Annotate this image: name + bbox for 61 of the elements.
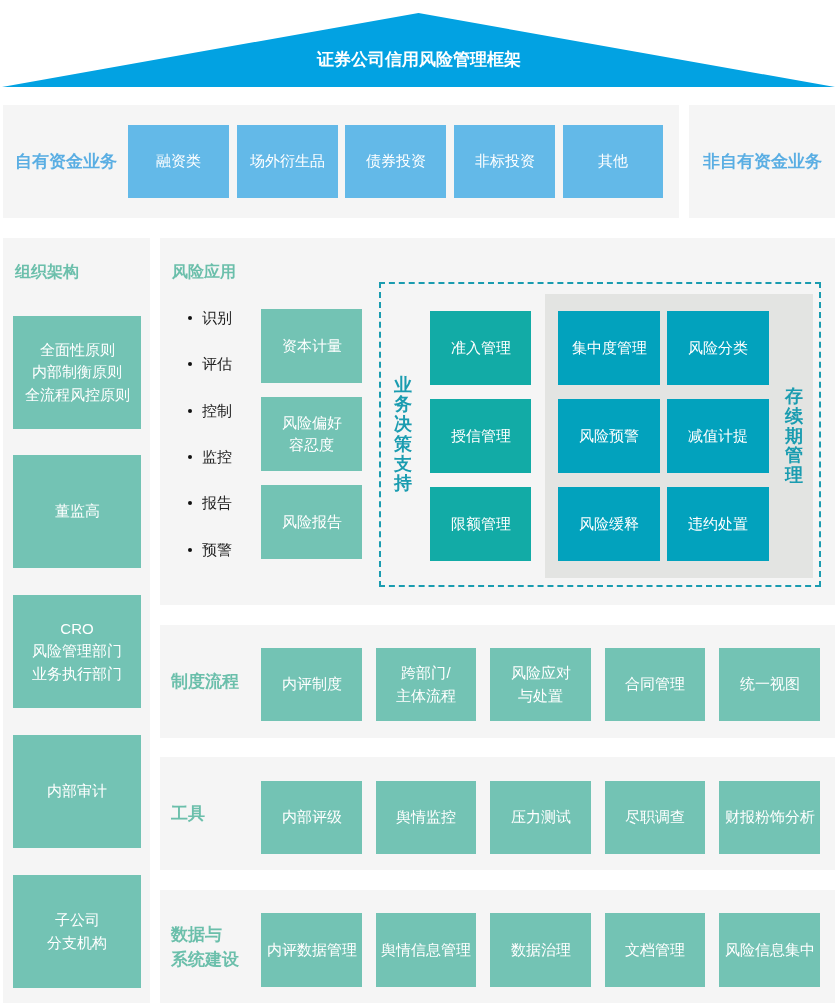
tool-tile: 压力测试 bbox=[490, 781, 591, 854]
process-tile: 统一视图 bbox=[719, 648, 820, 721]
section-heading: 组织架构 bbox=[15, 262, 79, 282]
section-panel bbox=[160, 625, 835, 738]
list-item-text: 报告 bbox=[202, 493, 232, 513]
vertical-heading: 存续期管理 bbox=[785, 386, 803, 486]
decision-tile: 授信管理 bbox=[430, 399, 531, 473]
tool-tile: 尽职调查 bbox=[605, 781, 705, 854]
section-heading: 制度流程 bbox=[171, 670, 239, 693]
section-panel bbox=[3, 238, 150, 1003]
system-tile: 风险信息集中 bbox=[719, 913, 820, 987]
subsidiary-tile: 子公司分支机构 bbox=[13, 875, 141, 988]
business-tile: 债券投资 bbox=[345, 125, 446, 198]
system-tile: 舆情信息管理 bbox=[376, 913, 476, 987]
system-tile: 内评数据管理 bbox=[261, 913, 362, 987]
section-heading: 工具 bbox=[171, 802, 205, 825]
lifecycle-tile: 风险缓释 bbox=[558, 487, 660, 561]
section-panel bbox=[3, 105, 679, 218]
business-tile: 场外衍生品 bbox=[237, 125, 338, 198]
list-item-text: 识别 bbox=[202, 308, 232, 328]
list-item-text: 控制 bbox=[202, 401, 232, 421]
tool-tile: 内部评级 bbox=[261, 781, 362, 854]
section-heading: 风险应用 bbox=[172, 262, 236, 282]
application-tile: 风险偏好容忍度 bbox=[261, 397, 362, 471]
lifecycle-tile: 风险分类 bbox=[667, 311, 769, 385]
section-heading: 自有资金业务 bbox=[15, 150, 117, 173]
audit-tile: 内部审计 bbox=[13, 735, 141, 848]
department-tile: CRO风险管理部门业务执行部门 bbox=[13, 595, 141, 708]
framework-title: 证券公司信用风险管理框架 bbox=[316, 49, 521, 71]
tool-tile: 舆情监控 bbox=[376, 781, 476, 854]
lifecycle-tile: 集中度管理 bbox=[558, 311, 660, 385]
governance-tile: 董监高 bbox=[13, 455, 141, 568]
process-tile: 内评制度 bbox=[261, 648, 362, 721]
section-panel bbox=[160, 757, 835, 870]
decision-tile: 准入管理 bbox=[430, 311, 531, 385]
dashed-frame bbox=[379, 282, 821, 587]
process-tile: 合同管理 bbox=[605, 648, 705, 721]
system-tile: 文档管理 bbox=[605, 913, 705, 987]
lifecycle-tile: 风险预警 bbox=[558, 399, 660, 473]
business-tile: 融资类 bbox=[128, 125, 229, 198]
process-tile: 跨部门/主体流程 bbox=[376, 648, 476, 721]
tool-tile: 财报粉饰分析 bbox=[719, 781, 820, 854]
inner-panel bbox=[545, 294, 813, 578]
application-tile: 风险报告 bbox=[261, 485, 362, 559]
list-item-text: 监控 bbox=[202, 447, 232, 467]
section-panel bbox=[160, 890, 835, 1003]
list-item-text: 评估 bbox=[202, 354, 232, 374]
vertical-heading: 业务决策支持 bbox=[394, 375, 412, 494]
principle-tile: 全面性原则内部制衡原则全流程风控原则 bbox=[13, 316, 141, 429]
decision-tile: 限额管理 bbox=[430, 487, 531, 561]
list-item-text: 预警 bbox=[202, 540, 232, 560]
section-panel bbox=[160, 238, 835, 605]
lifecycle-tile: 违约处置 bbox=[667, 487, 769, 561]
section-heading: 数据与系统建设 bbox=[171, 923, 239, 971]
section-heading: 非自有资金业务 bbox=[702, 150, 822, 173]
business-tile: 其他 bbox=[563, 125, 663, 198]
process-tile: 风险应对与处置 bbox=[490, 648, 591, 721]
business-tile: 非标投资 bbox=[454, 125, 555, 198]
lifecycle-tile: 减值计提 bbox=[667, 399, 769, 473]
system-tile: 数据治理 bbox=[490, 913, 591, 987]
application-tile: 资本计量 bbox=[261, 309, 362, 383]
